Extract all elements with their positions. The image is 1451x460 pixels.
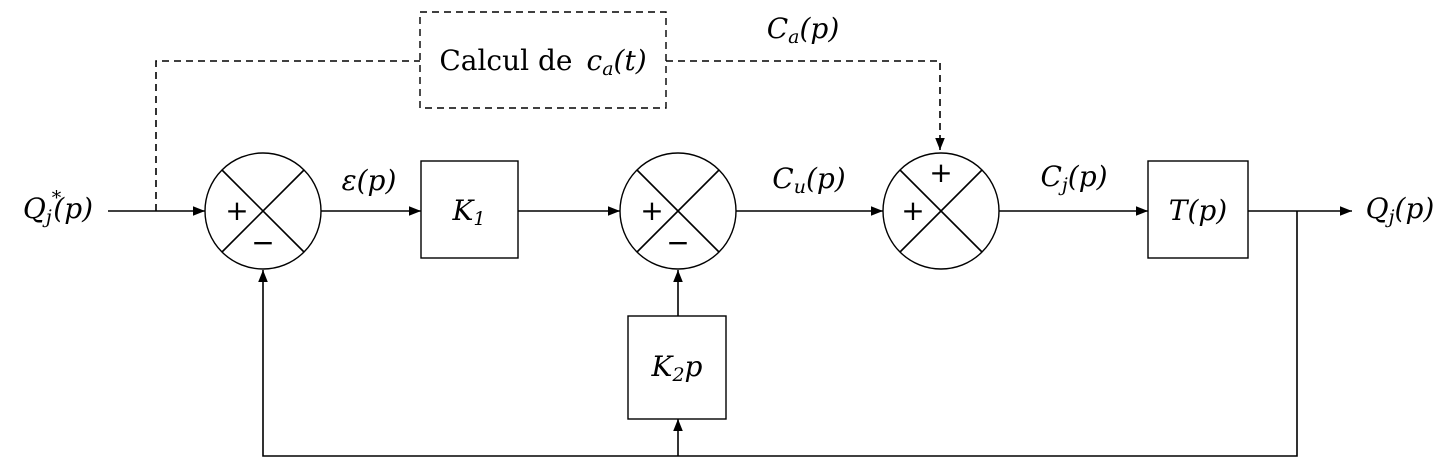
- calcul-label: Calcul de ca(t): [439, 44, 646, 81]
- calcul-block: Calcul de ca(t): [419, 11, 667, 109]
- sum3-plus-left-sign: +: [901, 194, 924, 227]
- summing-junction-2: + −: [619, 152, 737, 270]
- ca-signal-label: Ca(p): [767, 12, 840, 49]
- input-signal-label: Qj*(p): [23, 187, 93, 228]
- output-signal-label: Qj(p): [1366, 192, 1435, 229]
- t-block: T(p): [1147, 160, 1249, 259]
- k2p-block: K2p: [627, 315, 727, 420]
- calcul-variable: ca(t): [587, 44, 647, 81]
- cu-signal-label: Cu(p): [772, 162, 845, 199]
- calcul-prefix: Calcul de: [439, 44, 572, 77]
- cj-signal-label: Cj(p): [1040, 160, 1107, 197]
- k2p-label: K2p: [651, 350, 703, 387]
- epsilon-signal-label: ε(p): [342, 164, 397, 197]
- k1-label: K1: [451, 194, 485, 231]
- sum1-minus-sign: −: [251, 226, 274, 259]
- sum2-plus-sign: +: [640, 194, 663, 227]
- feedforward-wire-left: [155, 60, 420, 211]
- t-label: T(p): [1169, 194, 1227, 227]
- sum1-plus-sign: +: [225, 194, 248, 227]
- sum3-plus-top-sign: +: [929, 156, 952, 189]
- summing-junction-3: + +: [882, 152, 1000, 270]
- summing-junction-1: + −: [204, 152, 322, 270]
- main-feedback-wire: [258, 211, 1298, 457]
- feedforward-wire-right: [666, 60, 945, 150]
- k1-block: K1: [420, 160, 519, 259]
- sum2-minus-sign: −: [666, 226, 689, 259]
